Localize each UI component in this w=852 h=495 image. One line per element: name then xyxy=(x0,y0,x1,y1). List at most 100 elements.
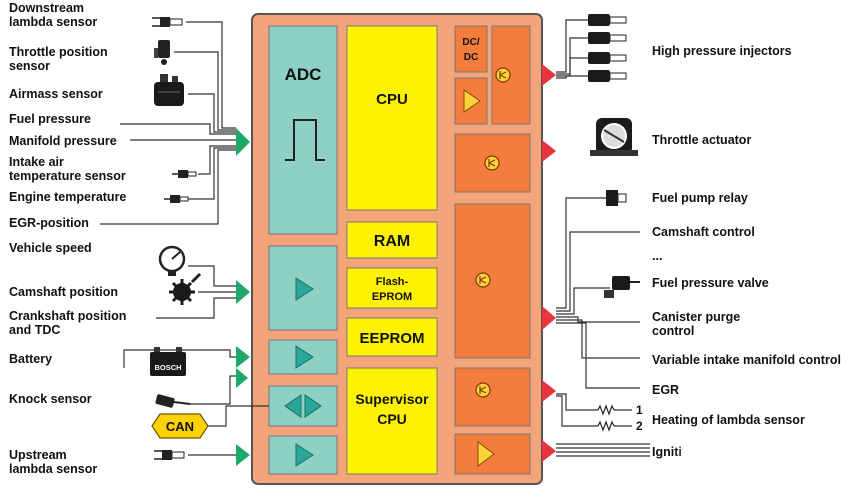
label-airmass: Airmass sensor xyxy=(9,87,103,101)
dcdc-label-2: DC xyxy=(464,52,478,63)
input-buffer-lambda xyxy=(268,435,338,475)
power-transistor-group xyxy=(475,67,511,398)
transistor-symbol-icon xyxy=(479,386,487,394)
valve-icon xyxy=(604,276,640,298)
knock-wiring xyxy=(190,375,236,405)
input-arrow-top xyxy=(236,128,250,156)
label-ellipsis: ... xyxy=(652,249,662,263)
flash-eprom-label-2: EPROM xyxy=(372,291,412,303)
label-upstream-lambda: Upstream xyxy=(9,448,67,462)
output-arrow-throttle xyxy=(542,140,556,162)
ignition-wiring xyxy=(556,443,650,457)
output-arrow-ignition xyxy=(542,440,556,462)
transistor-symbol-icon xyxy=(499,71,507,79)
transistor-icon xyxy=(475,382,491,398)
label-throttle-actuator: Throttle actuator xyxy=(652,133,751,147)
pulse-waveform-icon xyxy=(285,119,325,161)
can-label: CAN xyxy=(166,419,194,434)
label-high-pressure-injectors: High pressure injectors xyxy=(652,44,792,58)
flash-eprom-block xyxy=(346,267,438,309)
output-arrow-actuators xyxy=(542,306,556,330)
ignition-fade xyxy=(672,438,732,462)
transistor-icon xyxy=(475,272,491,288)
cpu-block xyxy=(346,25,438,211)
temperature-sensor-icon xyxy=(164,195,189,203)
label-egr: EGR xyxy=(652,383,679,397)
label-engine-temperature: Engine temperature xyxy=(9,190,126,204)
label-fuel-pressure-valve: Fuel pressure valve xyxy=(652,276,769,290)
label-intake-air-temp: Intake air xyxy=(9,155,64,169)
speedometer-icon xyxy=(158,245,186,276)
heater-number-2: 2 xyxy=(636,419,643,433)
transistor-symbol-icon xyxy=(479,276,487,284)
label-variable-intake: Variable intake manifold control xyxy=(652,353,841,367)
adc-block xyxy=(268,25,338,235)
injector-icon xyxy=(588,14,627,82)
relay-icon xyxy=(606,190,627,206)
heater-number-1: 1 xyxy=(636,403,643,417)
label-downstream-lambda: lambda sensor xyxy=(9,15,97,29)
label-camshaft-position: Camshaft position xyxy=(9,285,118,299)
output-arrow-egr-heater xyxy=(542,380,556,402)
buffer-triangle-icon xyxy=(295,443,314,467)
label-throttle-position: sensor xyxy=(9,59,50,73)
amplifier-triangle-icon xyxy=(463,89,481,113)
label-fuel-pump-relay: Fuel pump relay xyxy=(652,191,748,205)
label-canister-purge: Canister purge xyxy=(652,310,740,324)
input-arrow-knock xyxy=(236,368,248,388)
egr-heater-driver-block xyxy=(454,367,531,427)
label-canister-purge: control xyxy=(652,324,694,338)
label-crankshaft-position: Crankshaft position xyxy=(9,309,126,323)
can-badge xyxy=(151,413,209,439)
lambda-sensor-icon xyxy=(152,17,183,27)
adc-label: ADC xyxy=(285,65,322,84)
battery-icon: BOSCH xyxy=(150,347,186,376)
label-downstream-lambda: Downstream xyxy=(9,1,84,15)
actuator-wiring xyxy=(556,197,640,389)
throttle-body-icon xyxy=(590,118,638,156)
label-lambda-heating: Heating of lambda sensor xyxy=(652,413,805,427)
label-battery: Battery xyxy=(9,352,52,366)
can-left-triangle-icon xyxy=(284,394,302,418)
label-camshaft-control: Camshaft control xyxy=(652,225,755,239)
battery-wiring xyxy=(123,349,236,368)
supervisor-label-1: Supervisor xyxy=(355,391,429,407)
flash-eprom-label-1: Flash- xyxy=(376,276,409,288)
input-arrow-upstream xyxy=(236,444,250,466)
label-manifold-pressure: Manifold pressure xyxy=(9,134,117,148)
transistor-symbol-icon xyxy=(488,159,496,167)
actuator-driver-block xyxy=(454,203,531,359)
can-transceiver-block xyxy=(268,385,338,427)
ram-block xyxy=(346,221,438,259)
transistor-icon xyxy=(484,155,500,171)
eeprom-label: EEPROM xyxy=(359,330,424,347)
can-right-triangle-icon xyxy=(304,394,322,418)
dcdc-label-1: DC/ xyxy=(462,37,479,48)
can-bus-line xyxy=(206,405,269,427)
label-vehicle-speed: Vehicle speed xyxy=(9,241,92,255)
heater-wiring xyxy=(556,393,632,427)
input-arrow-mid xyxy=(236,280,250,304)
label-egr-position: EGR-position xyxy=(9,216,89,230)
lambda-sensor-icon xyxy=(154,450,185,460)
buffer-triangle-icon xyxy=(295,277,314,301)
battery-brand-label: BOSCH xyxy=(154,363,181,372)
injector-wiring xyxy=(556,19,588,79)
label-crankshaft-position: and TDC xyxy=(9,323,60,337)
dcdc-block xyxy=(454,25,488,73)
sensor-wiring-mid xyxy=(156,265,236,319)
sensor-wiring-top xyxy=(100,21,236,225)
label-knock-sensor: Knock sensor xyxy=(9,392,92,406)
temperature-sensor-icon xyxy=(172,170,197,178)
output-arrow-injectors xyxy=(542,64,556,86)
supervisor-cpu-block xyxy=(346,367,438,475)
airmass-sensor-icon xyxy=(154,74,184,106)
throttle-position-sensor-icon xyxy=(154,40,170,65)
label-intake-air-temp: temperature sensor xyxy=(9,169,126,183)
knock-sensor-icon xyxy=(155,394,191,408)
resistor-icon xyxy=(597,404,615,416)
label-upstream-lambda: lambda sensor xyxy=(9,462,97,476)
